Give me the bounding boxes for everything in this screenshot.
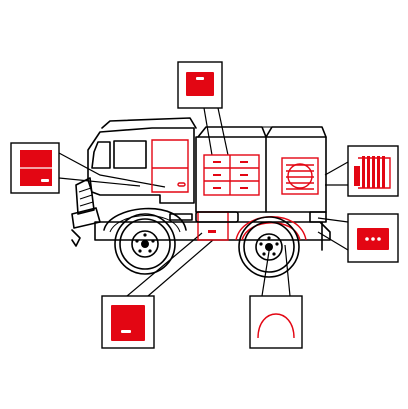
grille: [75, 177, 95, 215]
leader-drawer: [203, 107, 213, 156]
leader-panel: [317, 217, 349, 223]
front-rim: [131, 230, 159, 258]
rear-tire-tread: [243, 221, 295, 273]
drawer-handle-1: [213, 161, 221, 163]
drawer-handle-2: [240, 161, 248, 163]
grille-line-2: [79, 194, 93, 200]
cab-window-side: [113, 140, 147, 169]
front-lug-2: [151, 239, 155, 243]
callout-lower-locker[interactable]: [101, 295, 155, 349]
grille-line-3: [79, 201, 94, 207]
front-lug-1: [143, 233, 147, 237]
callout-cab-door[interactable]: [10, 142, 60, 194]
callout-hose-reel[interactable]: [347, 145, 399, 197]
rear-lug-5: [259, 242, 263, 246]
front-lug-5: [135, 239, 139, 243]
hose-reel-icon-band-2: [367, 156, 370, 188]
control-panel-dot-3: [377, 237, 381, 241]
hose-reel-hub: [287, 163, 313, 189]
leader-cab-door-2: [58, 177, 141, 187]
chassis-frame: [94, 221, 331, 241]
front-bumper: [71, 207, 101, 229]
front-tire: [114, 213, 176, 275]
drawer-handle-5: [213, 187, 221, 189]
lower-locker: [197, 211, 229, 241]
rear-lug-2: [275, 242, 279, 246]
leader-hose: [324, 161, 349, 176]
leader-panel-2: [317, 231, 349, 251]
drawer-icon: [186, 72, 214, 96]
hose-reel-icon-band-3: [372, 156, 375, 188]
front-fender: [103, 207, 187, 231]
leader-locker: [126, 232, 203, 297]
rear-light-bar: [309, 211, 327, 223]
rear-lug-4: [262, 252, 266, 256]
front-tire-tread: [119, 218, 171, 270]
hose-reel-icon-band-5: [382, 156, 385, 188]
rear-wheel: [238, 216, 300, 278]
hose-reel-icon: [354, 156, 391, 189]
tow-hook: [71, 229, 81, 247]
wheel-arch-icon: [257, 313, 295, 339]
control-panel-dot-1: [365, 237, 369, 241]
rear-rim: [255, 233, 283, 261]
control-panel-dot-2: [371, 237, 375, 241]
leader-locker-2: [147, 239, 214, 297]
cab-body: [87, 127, 195, 204]
hose-reel-frame: [281, 157, 319, 195]
front-hub: [141, 240, 149, 248]
leader-arch: [261, 244, 271, 297]
cab-roof: [101, 117, 197, 129]
front-lug-3: [148, 249, 152, 253]
cab-door-handle: [177, 182, 186, 187]
front-lug-4: [138, 249, 142, 253]
leader-drawer-2: [217, 107, 229, 156]
locker-door-icon-handle: [121, 330, 131, 333]
locker-door-icon: [111, 305, 145, 341]
fuel-tank: [195, 211, 239, 223]
callout-top-drawer[interactable]: [177, 61, 223, 109]
lower-locker-handle: [208, 230, 216, 233]
rear-lug-1: [267, 236, 271, 240]
cab-door-highlight: [151, 139, 189, 193]
drawer-handle-3: [213, 174, 221, 176]
hose-reel-coil: [286, 164, 314, 190]
drawer-handle-6: [240, 187, 248, 189]
hose-reel-icon-band-4: [377, 156, 380, 188]
drawer-icon-handle: [196, 77, 204, 80]
callout-wheel-arch-frame: [249, 295, 303, 349]
leader-cab-door: [58, 152, 166, 188]
front-fender-inner: [109, 215, 181, 233]
front-wheel: [114, 213, 176, 275]
drawer-handle-4: [240, 174, 248, 176]
rear-lug-3: [272, 252, 276, 256]
rear-tire: [238, 216, 300, 278]
roof-rail: [197, 126, 327, 138]
rear-hub: [265, 243, 273, 251]
callout-control-panel[interactable]: [347, 213, 399, 263]
truck: [71, 117, 331, 278]
callout-wheel-arch[interactable]: [249, 295, 303, 349]
grille-line-1: [78, 187, 92, 193]
cab-window-front: [91, 141, 111, 169]
door-panel-icon-handle: [41, 179, 49, 182]
drawer-stack-outline: [203, 154, 260, 196]
hose-reel-icon-outline: [358, 157, 391, 189]
hose-reel-icon-left: [354, 166, 360, 186]
cab-step: [169, 213, 193, 221]
leader-lines: [58, 107, 349, 297]
hose-reel-icon-band-1: [362, 156, 365, 188]
